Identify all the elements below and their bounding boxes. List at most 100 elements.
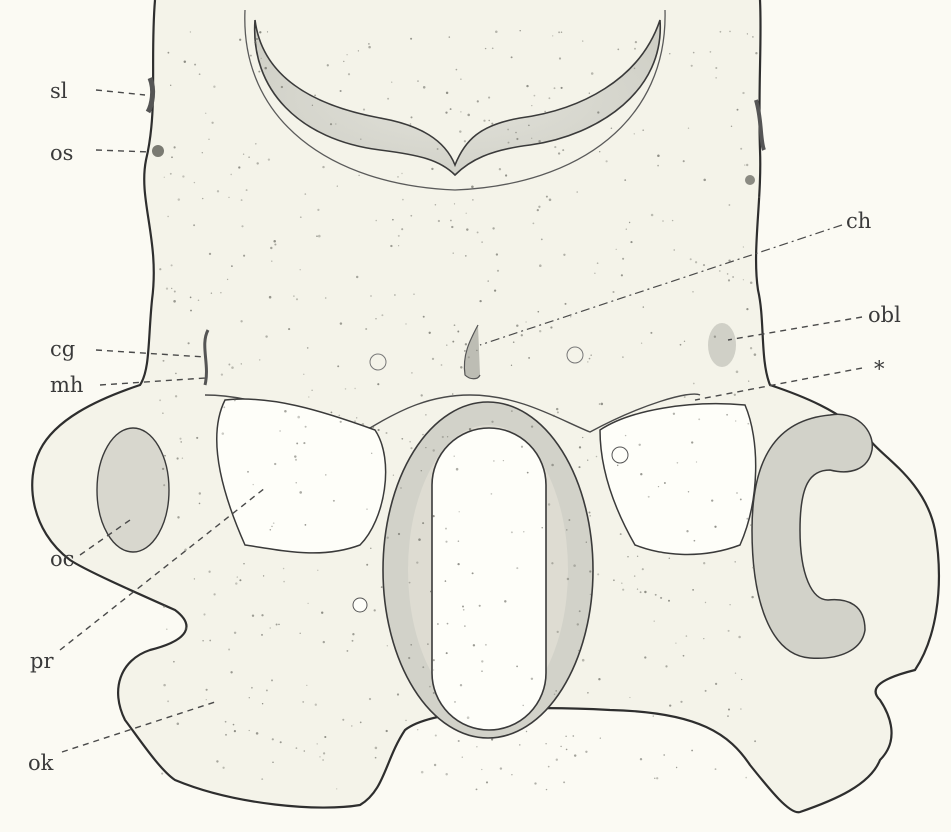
stipple-dot	[270, 627, 271, 628]
stipple-dot	[386, 730, 388, 732]
stipple-dot	[531, 425, 533, 427]
stipple-dot	[465, 255, 467, 257]
stipple-dot	[627, 556, 628, 557]
stipple-dot	[559, 57, 561, 59]
stipple-dot	[590, 354, 592, 356]
stipple-dot	[741, 679, 742, 680]
stipple-dot	[715, 67, 717, 69]
stipple-dot	[173, 300, 176, 303]
stipple-dot	[352, 640, 354, 642]
stipple-dot	[486, 781, 488, 783]
stipple-dot	[397, 693, 399, 695]
stipple-dot	[660, 551, 662, 553]
stipple-dot	[445, 773, 447, 775]
stipple-dot	[434, 764, 436, 766]
stipple-dot	[342, 719, 344, 721]
stipple-dot	[256, 732, 259, 735]
stipple-dot	[248, 156, 250, 158]
stipple-dot	[185, 627, 188, 630]
stipple-dot	[411, 372, 413, 374]
stipple-dot	[422, 666, 424, 668]
stipple-dot	[452, 393, 454, 395]
stipple-dot	[454, 203, 455, 204]
stipple-dot	[228, 197, 229, 198]
stipple-dot	[519, 30, 520, 31]
stipple-dot	[271, 679, 273, 681]
stipple-dot	[491, 493, 493, 495]
stipple-dot	[465, 343, 467, 345]
stipple-dot	[653, 715, 654, 716]
stipple-dot	[249, 730, 250, 731]
stipple-dot	[750, 281, 753, 284]
stipple-dot	[567, 578, 569, 580]
stipple-dot	[423, 86, 426, 89]
label-star: *	[874, 357, 885, 381]
stipple-dot	[445, 541, 447, 543]
stipple-dot	[233, 724, 235, 726]
stipple-dot	[598, 678, 600, 680]
stipple-dot	[477, 100, 479, 102]
label-ok: ok	[28, 751, 54, 775]
stipple-dot	[427, 643, 429, 645]
stipple-dot	[340, 322, 342, 324]
stipple-dot	[643, 306, 644, 307]
stipple-dot	[323, 641, 325, 643]
stipple-dot	[728, 630, 730, 632]
stipple-dot	[354, 388, 355, 389]
stipple-dot	[578, 466, 580, 468]
stipple-dot	[410, 215, 412, 217]
stipple-dot	[686, 635, 688, 637]
stipple-dot	[163, 605, 166, 608]
stipple-dot	[651, 214, 654, 217]
stipple-dot	[600, 737, 601, 738]
stipple-dot	[703, 562, 705, 564]
stipple-dot	[250, 55, 252, 57]
stipple-dot	[372, 426, 374, 428]
stipple-dot	[662, 220, 664, 222]
stipple-dot	[194, 578, 195, 579]
stipple-dot	[487, 280, 488, 281]
stipple-dot	[744, 164, 745, 165]
stipple-dot	[296, 747, 298, 749]
stipple-dot	[481, 670, 483, 672]
stipple-dot	[410, 38, 412, 40]
stipple-dot	[162, 468, 164, 470]
stipple-dot	[429, 332, 431, 334]
stipple-dot	[340, 90, 342, 92]
stipple-dot	[471, 186, 474, 189]
stipple-dot	[727, 273, 729, 275]
stipple-dot	[270, 529, 272, 531]
stipple-dot	[338, 415, 340, 417]
label-sl: sl	[50, 79, 68, 103]
stipple-dot	[479, 605, 481, 607]
stipple-dot	[589, 93, 590, 94]
stipple-dot	[293, 295, 294, 296]
stipple-dot	[413, 294, 414, 295]
stipple-dot	[303, 442, 305, 444]
stipple-dot	[240, 320, 242, 322]
stipple-dot	[429, 686, 431, 688]
stipple-dot	[476, 746, 477, 747]
stipple-dot	[262, 703, 263, 704]
stipple-dot	[531, 678, 533, 680]
stipple-dot	[247, 471, 249, 473]
stipple-dot	[358, 175, 359, 176]
stipple-dot	[441, 364, 443, 366]
stipple-dot	[728, 279, 730, 281]
stipple-dot	[177, 516, 179, 518]
stipple-dot	[660, 597, 662, 599]
stipple-dot	[246, 189, 248, 191]
stipple-dot	[261, 614, 263, 616]
stipple-dot	[454, 701, 456, 703]
stipple-dot	[174, 290, 176, 292]
stipple-dot	[752, 567, 754, 569]
stipple-dot	[711, 499, 713, 501]
stipple-dot	[456, 468, 459, 471]
stipple-dot	[269, 296, 272, 299]
stipple-dot	[318, 235, 321, 238]
stipple-dot	[460, 79, 461, 80]
stipple-dot	[281, 86, 283, 88]
stipple-dot	[336, 788, 337, 789]
stipple-dot	[222, 767, 224, 769]
stipple-dot	[703, 638, 704, 639]
